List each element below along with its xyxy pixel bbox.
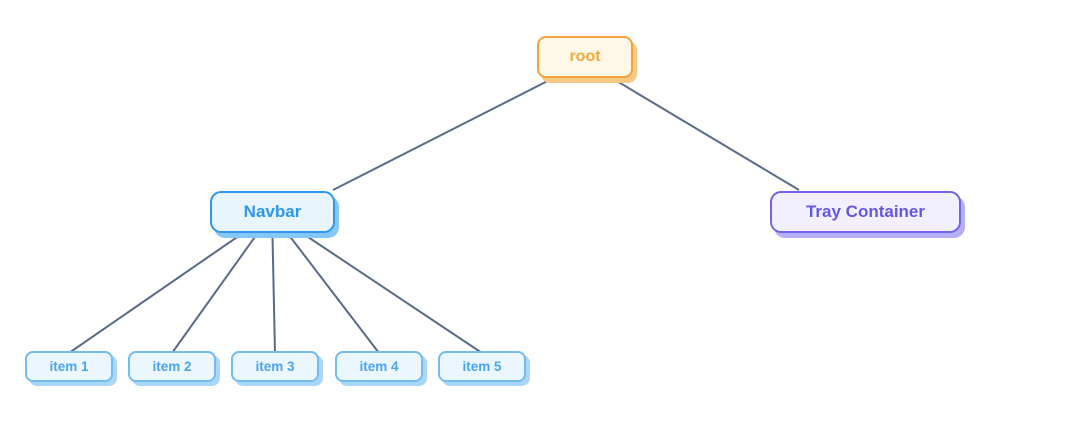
node-navbar-label: Navbar [243, 202, 302, 221]
node-item-1[interactable]: item 1 [25, 351, 113, 382]
node-tray-container[interactable]: Tray Container [770, 191, 961, 233]
node-item-4[interactable]: item 4 [335, 351, 423, 382]
node-item-4-label: item 4 [359, 359, 399, 374]
node-root-label: root [569, 48, 601, 65]
edge-navbar-item4 [271, 212, 380, 354]
node-item-5[interactable]: item 5 [438, 351, 526, 382]
edge-root-navbar [332, 61, 586, 191]
node-navbar[interactable]: Navbar [210, 191, 335, 233]
edge-navbar-item3 [271, 212, 276, 354]
node-item-5-label: item 5 [462, 359, 502, 374]
node-tray-container-label: Tray Container [805, 202, 926, 221]
node-item-2[interactable]: item 2 [128, 351, 216, 382]
node-item-3[interactable]: item 3 [231, 351, 319, 382]
node-item-3-label: item 3 [255, 359, 295, 374]
edge-navbar-item2 [171, 212, 273, 354]
node-item-1-label: item 1 [49, 359, 89, 374]
node-root[interactable]: root [537, 36, 633, 78]
edge-navbar-item5 [271, 212, 483, 354]
edge-navbar-item1 [68, 212, 273, 354]
node-item-2-label: item 2 [152, 359, 192, 374]
edge-root-tray [584, 61, 800, 191]
